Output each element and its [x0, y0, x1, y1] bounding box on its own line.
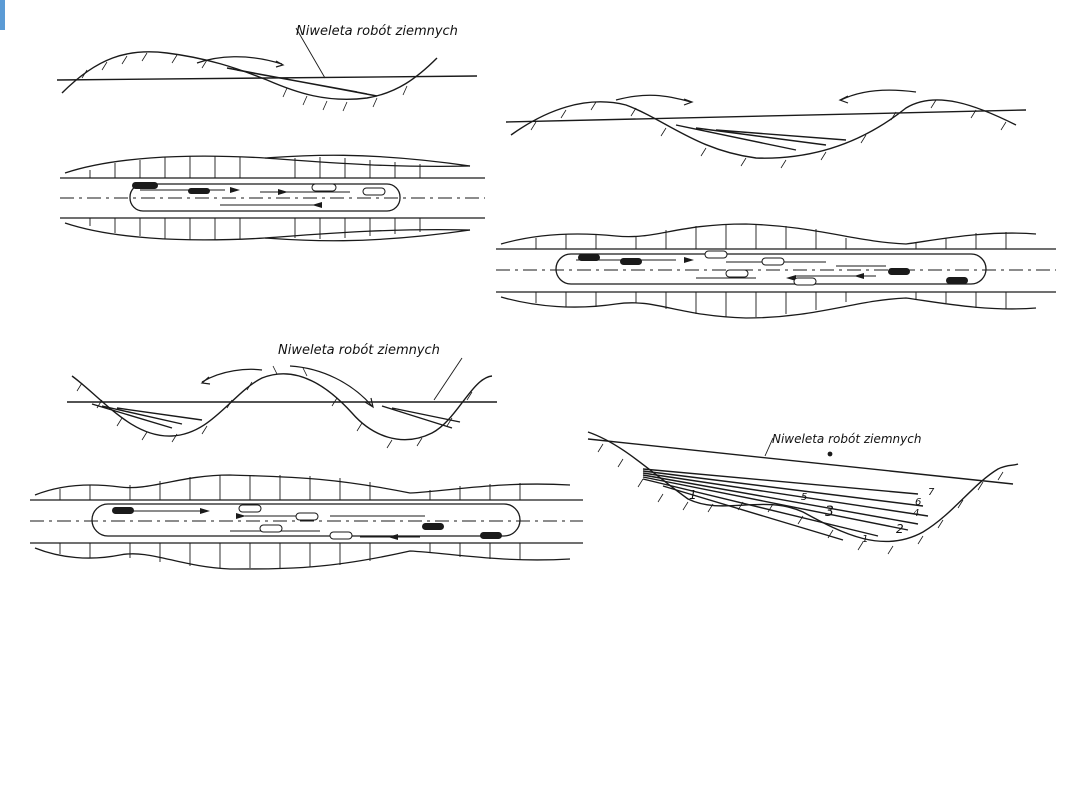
plan-diagram-3	[30, 465, 590, 577]
profile-diagram-2	[496, 80, 1036, 172]
profile-4-label: Niweleta robót ziemnych	[772, 432, 921, 446]
profile-diagram-1: Niweleta robót ziemnych	[47, 18, 482, 118]
layer-number: 2	[896, 522, 904, 536]
layer-number: 5	[801, 492, 807, 503]
plan-diagram-1	[60, 148, 485, 246]
layer-number: 3	[825, 504, 834, 520]
layer-number: 4	[913, 508, 919, 519]
layer-number: 7	[928, 487, 935, 498]
profile-diagram-3: Niweleta robót ziemnych	[62, 338, 502, 456]
slide-accent-bar	[0, 0, 5, 30]
profile-diagram-4: Niweleta robót ziemnych 1 5 3 7 6 4 2 1	[583, 424, 1023, 556]
layer-number: 6	[915, 497, 921, 508]
layer-number: 1	[689, 488, 697, 502]
profile-1-label: Niweleta robót ziemnych	[296, 24, 458, 39]
profile-3-label: Niweleta robót ziemnych	[278, 343, 440, 358]
layer-number: 1	[862, 534, 868, 545]
plan-diagram-2	[496, 214, 1056, 326]
